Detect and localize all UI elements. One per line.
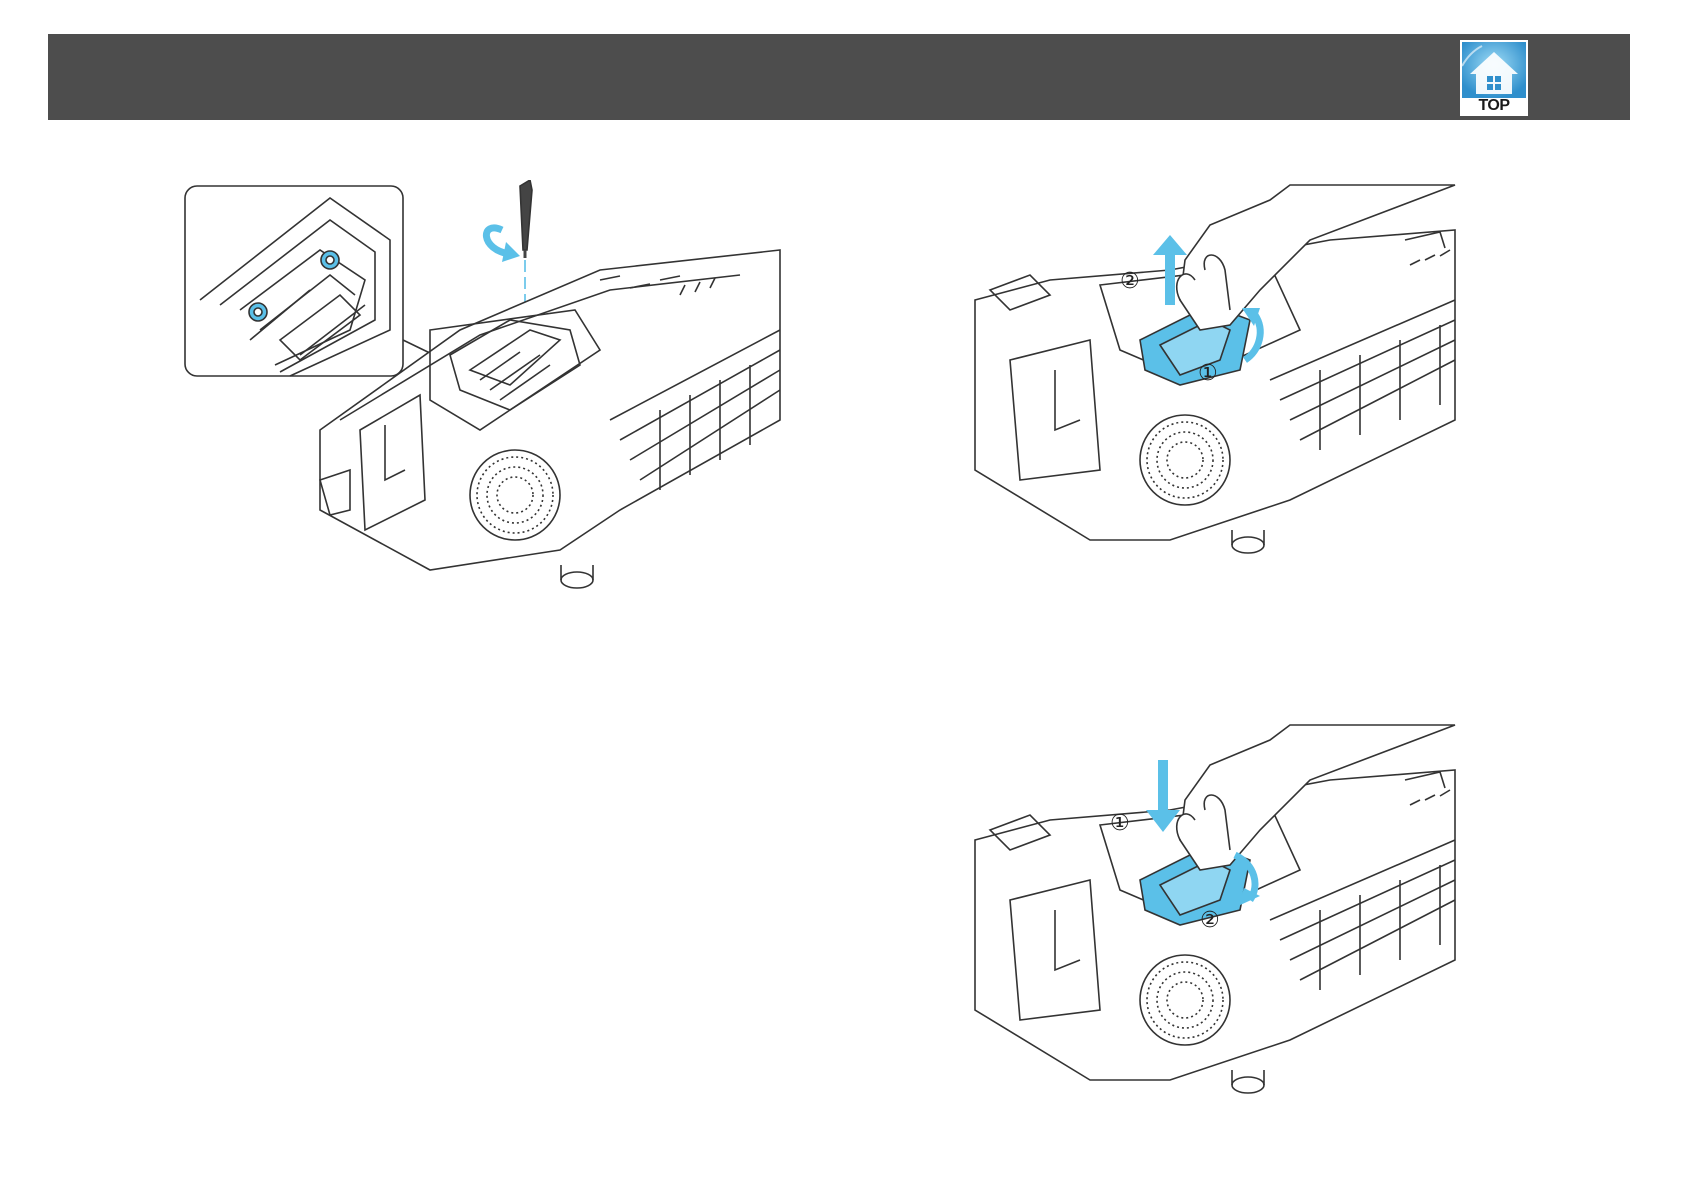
step-marker-2: ② <box>1200 908 1220 933</box>
screwdriver-icon <box>486 180 532 262</box>
illustration-remove-lamp: ② ① <box>970 180 1460 570</box>
illustration-loosen-lamp-screws <box>180 180 790 600</box>
top-button-label: TOP <box>1460 97 1528 115</box>
inset-detail <box>185 186 403 376</box>
step-marker-2: ② <box>1120 269 1140 294</box>
header-bar <box>48 34 1630 120</box>
top-button[interactable]: TOP <box>1460 40 1528 116</box>
step-marker-1: ① <box>1198 361 1218 386</box>
illustration-insert-new-lamp: ① ② <box>970 720 1460 1110</box>
step-marker-1: ① <box>1110 811 1130 836</box>
